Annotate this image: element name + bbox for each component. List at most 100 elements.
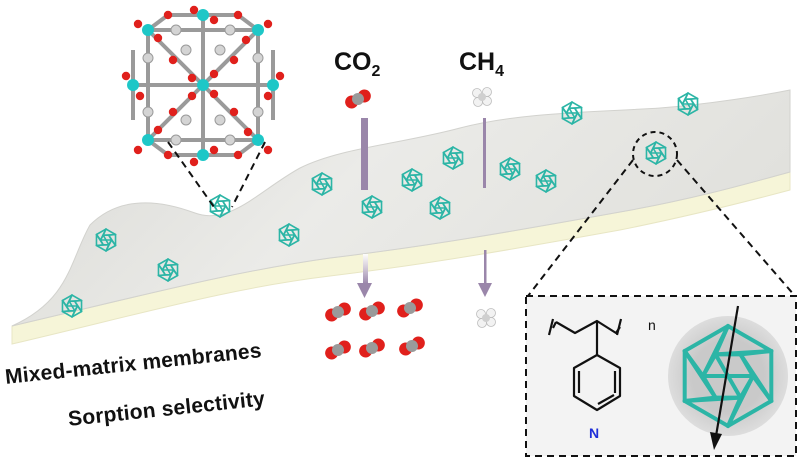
o-atom bbox=[209, 89, 219, 99]
magnifier-circle bbox=[632, 131, 678, 177]
mof-cluster-6 bbox=[311, 172, 333, 196]
o-atom bbox=[189, 157, 199, 167]
o-atom bbox=[229, 107, 239, 117]
zoomed-cluster bbox=[682, 323, 774, 429]
c-atom bbox=[224, 24, 236, 36]
c-atom bbox=[142, 52, 154, 64]
o-atom bbox=[243, 127, 253, 137]
callout-left bbox=[167, 141, 215, 208]
mof-crystal-structure bbox=[121, 5, 285, 167]
co2-flux-arrow-lower bbox=[363, 254, 368, 284]
zoomed-icosahedron bbox=[682, 323, 774, 429]
o-atom bbox=[153, 125, 163, 135]
c-atom bbox=[214, 44, 226, 56]
o-atom bbox=[133, 145, 143, 155]
o-atom bbox=[163, 10, 173, 20]
co2-molecule bbox=[359, 338, 385, 358]
zr-atom bbox=[252, 24, 264, 36]
ch4-molecules bbox=[472, 87, 496, 328]
ch4-label: CH4 bbox=[459, 48, 504, 81]
co2-molecule bbox=[325, 302, 351, 322]
membrane-sheet bbox=[11, 89, 791, 327]
c-atom bbox=[180, 114, 192, 126]
c-atom bbox=[180, 44, 192, 56]
dipole-arrow-head bbox=[710, 432, 722, 450]
zr-atom bbox=[127, 79, 139, 91]
ch4-arrow-head bbox=[478, 283, 492, 297]
mof-cluster-13 bbox=[561, 101, 583, 125]
o-atom bbox=[133, 19, 143, 29]
mof-cluster-7 bbox=[361, 195, 383, 219]
o-atom bbox=[209, 15, 219, 25]
o-atom bbox=[168, 107, 178, 117]
o-atom bbox=[263, 91, 273, 101]
zr-atom bbox=[197, 149, 209, 161]
callout-right bbox=[231, 141, 266, 208]
nitrogen-atom-label: N bbox=[589, 425, 600, 441]
mof-cluster-15 bbox=[645, 141, 667, 165]
mof-atoms bbox=[121, 5, 285, 167]
o-atom bbox=[275, 71, 285, 81]
o-atom bbox=[189, 5, 199, 15]
c-atom bbox=[170, 24, 182, 36]
o-atom bbox=[121, 71, 131, 81]
zr-atom bbox=[197, 79, 209, 91]
ch4-flux-arrow-lower bbox=[484, 250, 487, 284]
o-atom bbox=[233, 150, 243, 160]
mof-cluster-9 bbox=[401, 168, 423, 192]
mof-cluster-2 bbox=[157, 258, 179, 282]
zr-atom bbox=[252, 134, 264, 146]
o-atom bbox=[168, 55, 178, 65]
co2-text: CO bbox=[334, 48, 372, 76]
zoom-line-right bbox=[676, 159, 796, 297]
co2-molecule bbox=[397, 298, 423, 318]
mof-cluster-5 bbox=[278, 223, 300, 247]
mof-cluster-12 bbox=[535, 169, 557, 193]
zr-atom bbox=[267, 79, 279, 91]
c-atom bbox=[224, 134, 236, 146]
mof-cluster-10 bbox=[442, 146, 464, 170]
o-atom bbox=[209, 145, 219, 155]
o-atom bbox=[135, 91, 145, 101]
mof-cluster-group bbox=[61, 92, 699, 318]
co2-molecule bbox=[359, 301, 385, 321]
o-atom bbox=[229, 55, 239, 65]
p4vp-structure bbox=[547, 318, 623, 412]
ch4-text: CH bbox=[459, 48, 496, 76]
c-atom bbox=[252, 106, 264, 118]
co2-label: CO2 bbox=[334, 48, 380, 81]
ch4-molecule bbox=[476, 308, 496, 328]
mof-cluster-1 bbox=[95, 228, 117, 252]
ch4-molecule bbox=[472, 87, 492, 107]
co2-molecule bbox=[325, 340, 351, 360]
co2-flux-arrow-upper bbox=[361, 118, 368, 190]
mof-cluster-8 bbox=[429, 196, 451, 220]
o-atom bbox=[187, 91, 197, 101]
zr-atom bbox=[142, 134, 154, 146]
ch4-subscript: 4 bbox=[495, 63, 505, 80]
o-atom bbox=[209, 69, 219, 79]
repeat-unit-n-label: n bbox=[648, 317, 656, 333]
co2-molecule bbox=[399, 336, 425, 356]
co2-molecules bbox=[325, 89, 425, 360]
o-atom bbox=[187, 73, 197, 83]
o-atom bbox=[241, 35, 251, 45]
zoom-line-left bbox=[527, 159, 634, 297]
co2-arrow-head bbox=[357, 283, 372, 298]
zr-atom bbox=[197, 9, 209, 21]
ch4-flux-arrow-upper bbox=[483, 118, 486, 188]
mof-cluster-11 bbox=[499, 157, 521, 181]
zr-atom bbox=[142, 24, 154, 36]
c-atom bbox=[142, 106, 154, 118]
mof-cluster-14 bbox=[677, 92, 699, 116]
co2-subscript: 2 bbox=[371, 63, 381, 80]
o-atom bbox=[163, 150, 173, 160]
o-atom bbox=[263, 145, 273, 155]
dipole-arrow-line bbox=[714, 305, 740, 437]
c-atom bbox=[170, 134, 182, 146]
o-atom bbox=[153, 33, 163, 43]
c-atom bbox=[214, 114, 226, 126]
mof-cluster-3 bbox=[61, 294, 83, 318]
c-atom bbox=[252, 52, 264, 64]
